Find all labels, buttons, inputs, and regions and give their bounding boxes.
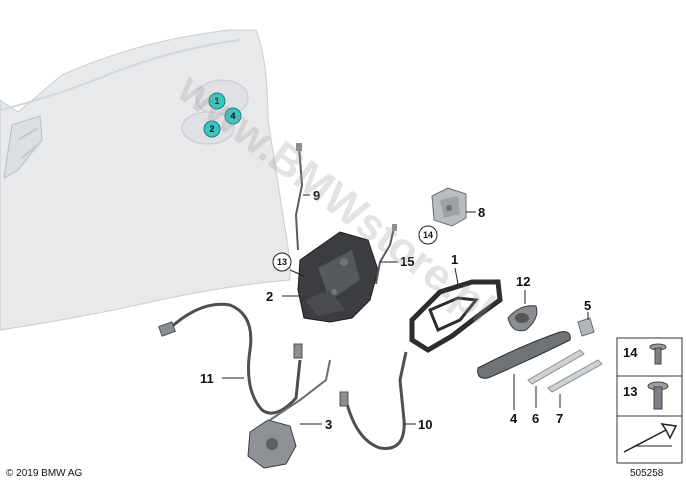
door-callout-2[interactable]: 2 (203, 120, 221, 138)
screw-large-icon (647, 381, 669, 410)
part-label-12: 12 (516, 274, 530, 289)
door-callout-4-label: 4 (230, 111, 235, 121)
screw-small-icon (649, 343, 667, 365)
part-cable-11[interactable] (158, 302, 303, 415)
part-label-2: 2 (266, 289, 273, 304)
callout-13-marker[interactable]: 13 (272, 252, 292, 272)
legend-item-14-label: 14 (623, 345, 638, 360)
part-rod-9[interactable] (294, 143, 310, 251)
part-cover-5[interactable] (577, 312, 595, 337)
callout-14-marker[interactable]: 14 (418, 225, 438, 245)
legend-item-13-label: 13 (623, 384, 637, 399)
part-label-11: 11 (200, 371, 214, 386)
part-actuator-3[interactable] (247, 359, 331, 469)
part-striker-8[interactable] (431, 187, 476, 227)
part-cap-12[interactable] (507, 290, 538, 332)
legend-item-13[interactable]: 13 (623, 381, 669, 410)
door-callout-1-label: 1 (214, 96, 219, 106)
part-label-7: 7 (556, 411, 563, 426)
part-cable-10[interactable] (339, 351, 416, 450)
copyright-text: © 2019 BMW AG (6, 468, 83, 479)
diagram-id: 505258 (630, 468, 664, 479)
part-label-9: 9 (313, 188, 320, 203)
part-trim-6[interactable] (527, 349, 585, 408)
part-outer-handle-4[interactable] (477, 331, 571, 410)
part-label-10: 10 (418, 417, 432, 432)
part-cable-15[interactable] (375, 224, 398, 285)
legend-box (616, 337, 683, 464)
part-label-8: 8 (478, 205, 485, 220)
part-label-6: 6 (532, 411, 539, 426)
callout-13-label: 13 (277, 257, 287, 267)
door-callout-4[interactable]: 4 (224, 107, 242, 125)
door-callout-1[interactable]: 1 (208, 92, 226, 110)
part-label-4: 4 (510, 411, 518, 426)
part-handle-carrier-1[interactable] (409, 267, 503, 353)
part-label-3: 3 (325, 417, 332, 432)
part-lock-2[interactable] (297, 231, 379, 323)
callout-14-label: 14 (423, 230, 433, 240)
part-label-15: 15 (400, 254, 414, 269)
part-label-1: 1 (451, 252, 458, 267)
door-callout-2-label: 2 (209, 124, 214, 134)
legend-item-14[interactable]: 14 (623, 343, 667, 365)
door-panel (0, 29, 291, 331)
part-trim-7[interactable] (547, 359, 603, 408)
part-label-5: 5 (584, 298, 591, 313)
direction-arrow-icon (623, 423, 678, 453)
